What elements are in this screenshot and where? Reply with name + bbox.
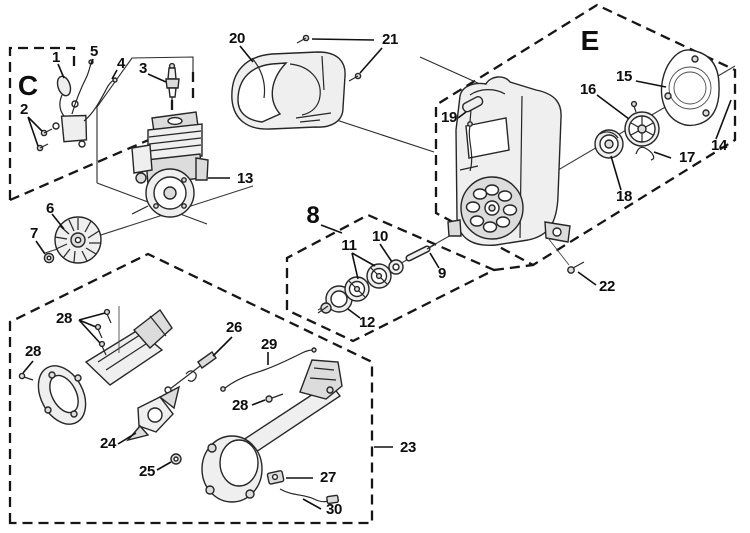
wire-harness-30 xyxy=(279,488,340,505)
starter-cover xyxy=(660,49,720,126)
callout-23: 23 xyxy=(400,439,416,456)
callout-12: 12 xyxy=(359,314,375,331)
callout-16: 16 xyxy=(580,81,596,98)
group-c-label: C xyxy=(18,70,38,101)
crankcase-screws-28 xyxy=(94,306,120,356)
starter-screw-22 xyxy=(547,237,585,274)
callout-15: 15 xyxy=(616,68,632,85)
screw-2b xyxy=(36,143,49,152)
clutch-shoe-a xyxy=(344,276,370,302)
wire-5 xyxy=(71,62,92,115)
leader-lines xyxy=(22,38,732,510)
callout-28a: 28 xyxy=(56,310,72,327)
callout-9: 9 xyxy=(438,265,446,282)
case-screw-28b xyxy=(18,372,34,381)
starter-handle xyxy=(462,96,484,172)
ignition-module-assembly xyxy=(36,59,118,152)
shaft-housing-tube xyxy=(239,359,343,457)
callout-29: 29 xyxy=(261,336,277,353)
clutch-pin xyxy=(405,243,437,262)
callout-26: 26 xyxy=(226,319,242,336)
callout-10: 10 xyxy=(372,228,388,245)
callout-27: 27 xyxy=(320,469,336,486)
crankcase-block xyxy=(84,308,173,386)
callout-13: 13 xyxy=(237,170,253,187)
housing-screw-28c xyxy=(265,393,284,403)
nut-25 xyxy=(170,453,182,465)
starter-housing xyxy=(447,76,571,246)
rope-pulley xyxy=(624,100,660,147)
callout-4: 4 xyxy=(117,55,126,72)
flywheel-nut xyxy=(43,252,55,264)
callout-5: 5 xyxy=(90,43,98,60)
group-8-label: 8 xyxy=(306,202,319,229)
flywheel xyxy=(54,216,102,264)
callout-22: 22 xyxy=(599,278,615,295)
callout-1: 1 xyxy=(52,49,60,66)
callout-25: 25 xyxy=(139,463,155,480)
group-box-8 xyxy=(285,213,534,343)
cylinder-assembly xyxy=(131,111,209,218)
callout-19: 19 xyxy=(441,109,457,126)
crankcase-flange xyxy=(37,365,87,425)
callout-17: 17 xyxy=(679,149,695,166)
callout-3: 3 xyxy=(139,60,147,77)
wire-4 xyxy=(83,79,115,122)
callout-6: 6 xyxy=(46,200,54,217)
group-e-label: E xyxy=(581,25,600,56)
throttle-cable-29 xyxy=(220,347,317,392)
callout-2: 2 xyxy=(20,101,28,118)
starter-spring xyxy=(635,146,655,161)
fan-holes xyxy=(465,184,518,233)
callout-24: 24 xyxy=(100,435,117,452)
callout-18: 18 xyxy=(616,188,632,205)
fan-bracket-24 xyxy=(126,385,181,442)
switch-27 xyxy=(266,470,285,485)
callout-7: 7 xyxy=(30,225,38,242)
callout-30: 30 xyxy=(326,501,342,518)
group-box-23 xyxy=(8,252,393,525)
clutch-shoe-b xyxy=(366,263,392,289)
starter-pulley-inner xyxy=(594,129,624,159)
clutch-housing-cover xyxy=(201,435,263,503)
clutch-washer xyxy=(388,259,404,275)
engine-cover xyxy=(231,51,346,130)
callout-11: 11 xyxy=(341,237,356,254)
spark-plug xyxy=(165,62,180,100)
screw-2a xyxy=(40,128,53,137)
callout-14: 14 xyxy=(711,137,728,154)
cover-screw-21a xyxy=(296,34,310,44)
callout-20: 20 xyxy=(229,30,245,47)
callout-28b: 28 xyxy=(25,343,41,360)
callout-labels: C 1 2 5 4 3 20 21 13 E 19 15 16 17 18 14… xyxy=(18,25,728,518)
piston-tool-26 xyxy=(164,351,217,394)
callout-21: 21 xyxy=(382,31,398,48)
cover-screw-21b xyxy=(348,72,362,82)
callout-28c: 28 xyxy=(232,397,248,414)
